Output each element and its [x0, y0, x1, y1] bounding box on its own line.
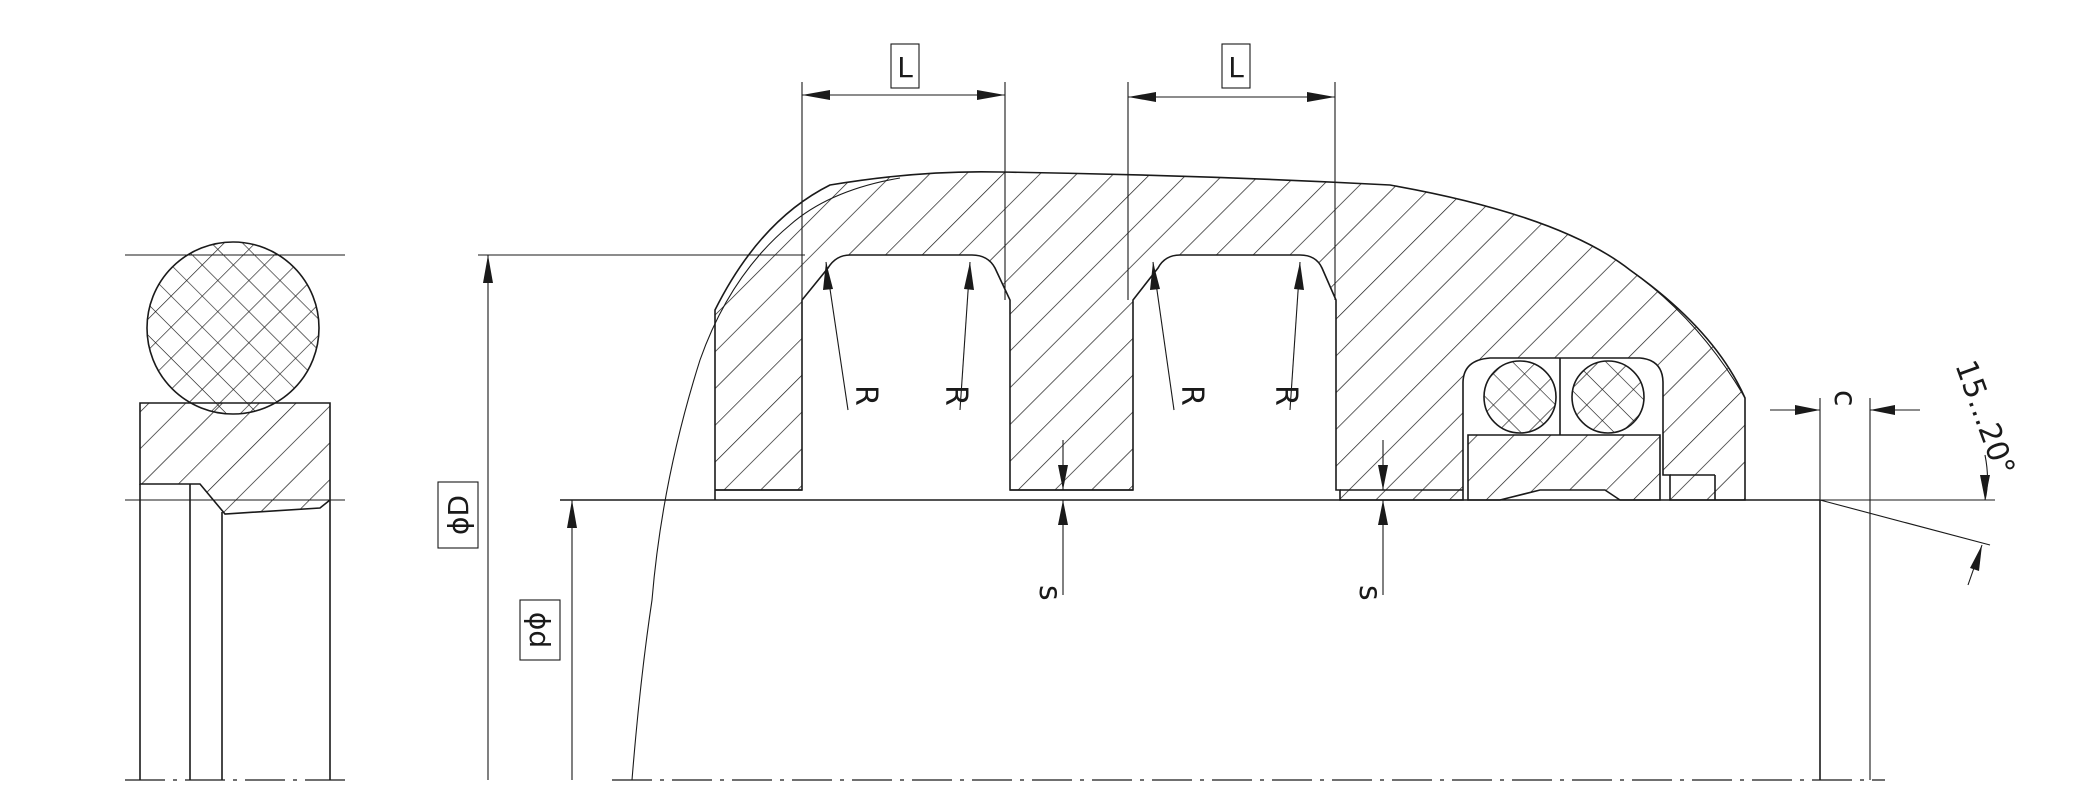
dimension-L-left-label: L: [897, 51, 913, 84]
dimension-L-right-label: L: [1228, 51, 1244, 84]
backup-ring-section: [139, 402, 331, 515]
clearance-label-left: s: [1032, 585, 1067, 601]
radius-label-1: R: [848, 385, 883, 406]
o-ring-section: [146, 241, 320, 415]
seal-ring-body: [1467, 434, 1661, 501]
clearance-label-right: s: [1352, 585, 1387, 601]
radius-label-4: R: [1268, 385, 1303, 406]
dimension-chamfer-c: c: [1770, 390, 1920, 780]
ring-section-view: [125, 241, 345, 781]
chamfer-label: c: [1827, 390, 1862, 407]
radius-callouts: R R R R: [823, 261, 1304, 411]
dimension-s-left: s: [1032, 440, 1068, 601]
radius-label-2: R: [938, 385, 973, 406]
diameter-D-label: ϕD: [442, 495, 475, 535]
dimension-s-right: s: [1352, 440, 1388, 601]
dimension-diameter-d: ϕd: [519, 500, 577, 780]
housing-section-view: [560, 170, 1885, 781]
radius-label-3: R: [1174, 385, 1209, 406]
dimension-diameter-D: ϕD: [437, 254, 805, 780]
seal-o-ring-1: [1483, 360, 1557, 434]
diameter-d-label: ϕd: [523, 612, 556, 648]
housing-body: [714, 170, 1746, 501]
angle-label: 15...20°: [1947, 356, 2021, 481]
seal-o-ring-2: [1571, 360, 1645, 434]
dimension-L-left: L: [801, 43, 1006, 300]
dimension-L-right: L: [1127, 43, 1336, 300]
